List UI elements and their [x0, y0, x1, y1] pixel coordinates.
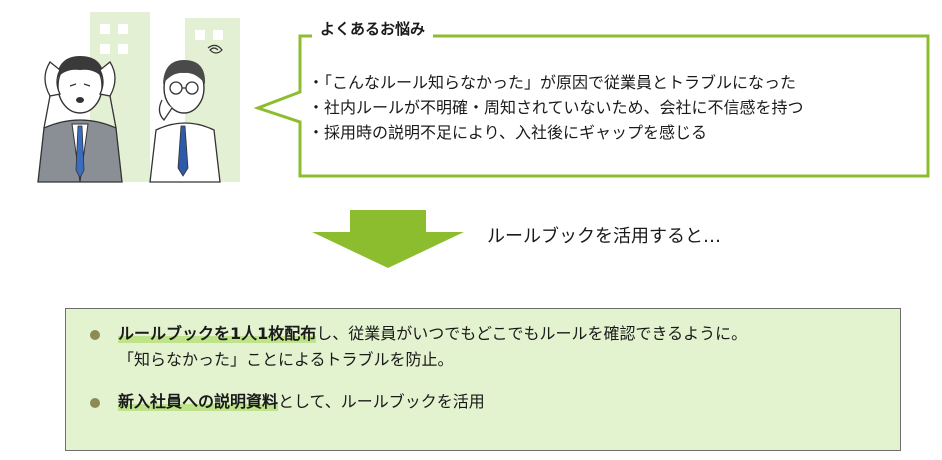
- highlight-distribution: ルールブックを1人1枚配布: [118, 324, 317, 343]
- common-concerns-bubble: よくあるお悩み ・「こんなルール知らなかった」が原因で従業員とトラブルになった …: [253, 18, 932, 178]
- highlight-onboarding: 新入社員への説明資料: [118, 392, 279, 411]
- bubble-title: よくあるお悩み: [312, 18, 434, 40]
- solution-text: として、ルールブックを活用: [278, 392, 485, 411]
- concern-item: ・「こんなルール知らなかった」が原因で従業員とトラブルになった: [308, 73, 797, 92]
- concern-item: ・社内ルールが不明確・周知されていないため、会社に不信感を持つ: [308, 98, 804, 117]
- businessman-holding-head: [37, 56, 123, 183]
- speech-bubble-frame: [253, 34, 930, 178]
- solution-subtext: 「知らなかった」ことによるトラブルを防止。: [118, 350, 454, 369]
- concern-item: ・採用時の説明不足により、入社後にギャップを感じる: [308, 123, 708, 142]
- transition-text: ルールブックを活用すると…: [487, 226, 721, 247]
- businessman-with-glasses: [149, 44, 223, 183]
- concern-list: ・「こんなルール知らなかった」が原因で従業員とトラブルになった ・社内ルールが不…: [308, 70, 804, 145]
- solution-box: ルールブックを1人1枚配布し、従業員がいつでもどこでもルールを確認できるように。…: [65, 308, 901, 451]
- solution-text: し、従業員がいつでもどこでもルールを確認できるように。: [316, 324, 748, 343]
- down-arrow-icon: [312, 210, 464, 268]
- bullet-dot: [90, 398, 100, 408]
- worried-businessmen-illustration: [37, 12, 240, 183]
- bullet-dot: [90, 330, 100, 340]
